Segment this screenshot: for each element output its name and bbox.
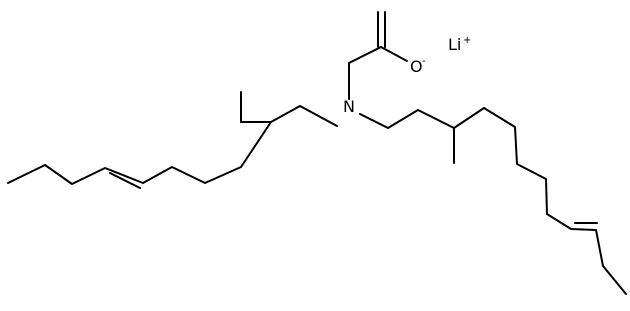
nitrogen-atom-label: N <box>343 97 355 116</box>
lithium-atom-label: Li <box>448 35 461 54</box>
left-chain-double-bond-inner <box>109 172 141 189</box>
left-chain-backbone <box>7 105 338 185</box>
ch2-to-carbon-bond <box>348 46 382 64</box>
carbon-to-oxide-bond <box>380 46 408 62</box>
carboxylate-group <box>348 11 408 100</box>
left-alkyl-chain <box>7 91 338 189</box>
lithium-charge-label: + <box>463 35 471 46</box>
right-alkyl-chain <box>359 107 627 295</box>
oxide-charge-label: - <box>422 56 426 67</box>
oxide-atom-label: O <box>410 57 423 76</box>
right-chain-backbone <box>359 107 627 295</box>
